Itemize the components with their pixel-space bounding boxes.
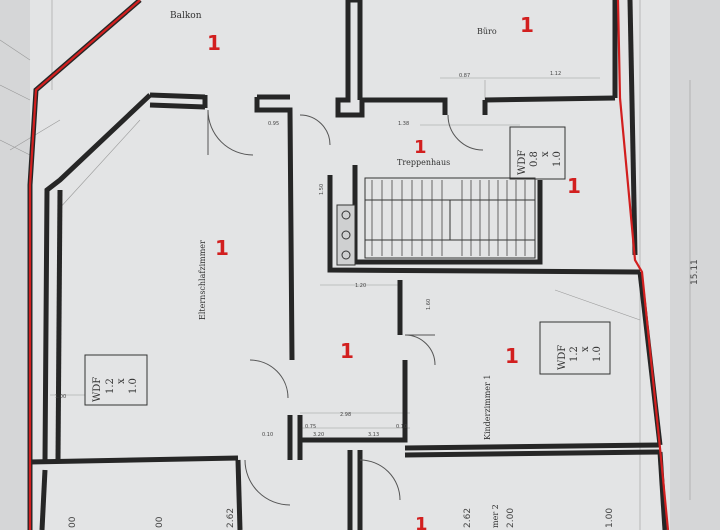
dim-2-62-left: 2.62 [226, 508, 236, 528]
dim-2-62-right: 2.62 [463, 508, 473, 528]
dim-0-10-b: 0.10 [396, 424, 407, 430]
small-dimension-labels: 3.20 3.13 2.98 0.75 0.10 0.10 1.20 1.38 … [55, 71, 561, 438]
window-boxes [84, 126, 611, 406]
marker-bottom: 1 [415, 514, 428, 530]
room-label-treppenhaus: Treppenhaus [397, 158, 450, 167]
doors [207, 109, 484, 506]
wdf-right-times: x [580, 346, 591, 352]
wdf-top-times: x [540, 151, 551, 157]
dim-3-20: 3.20 [313, 432, 324, 438]
wdf-right-height: 1.0 [592, 346, 603, 362]
dim-2-98: 2.98 [340, 412, 351, 418]
room-label-kinderzimmer-1: Kinderzimmer 1 [483, 374, 492, 440]
wdf-top-height: 1.0 [552, 151, 563, 167]
marker-buero: 1 [520, 13, 534, 37]
room-label-buero: Büro [477, 27, 497, 36]
dimension-labels: 00 00 2.62 2.62 2.00 1.00 15.11 [68, 259, 700, 528]
wdf-top-width: 0.8 [529, 151, 540, 167]
dim-3-13: 3.13 [368, 432, 379, 438]
shafts [336, 204, 356, 266]
wdf-top-type: WDF [517, 150, 528, 175]
room-label-balkon: Balkon [170, 11, 202, 21]
marker-flur: 1 [340, 339, 354, 363]
marker-balkon: 1 [207, 31, 221, 55]
wdf-right-width: 1.2 [569, 346, 580, 362]
wdf-left-height: 1.0 [128, 378, 139, 394]
wdf-right-type: WDF [557, 345, 568, 370]
dim-1-38: 1.38 [398, 121, 409, 127]
marker-kinderzimmer: 1 [505, 344, 519, 368]
red-outline [28, 0, 670, 530]
dim-00-mid: 00 [155, 516, 165, 528]
dim-0-10-a: 0.10 [262, 432, 273, 438]
wdf-top: WDF 0.8 x 1.0 [517, 150, 563, 175]
marker-treppenhaus: 1 [414, 137, 427, 158]
wdf-left-type: WDF [92, 377, 103, 402]
stair-treads [371, 180, 526, 256]
dim-1-60: 1.60 [426, 299, 432, 310]
wdf-left-times: x [116, 378, 127, 384]
dim-2-00: 2.00 [506, 508, 516, 528]
dim-1-00-small: 1.00 [55, 394, 66, 400]
dim-1-20: 1.20 [355, 283, 366, 289]
wdf-left: WDF 1.2 x 1.0 [92, 377, 139, 402]
dim-1-50: 1.50 [319, 184, 325, 195]
dim-0-87: 0.87 [459, 73, 470, 79]
dim-00-left: 00 [68, 516, 78, 528]
wdf-left-width: 1.2 [105, 378, 116, 394]
dim-0-75: 0.75 [305, 424, 316, 430]
marker-elternschlafzimmer: 1 [215, 236, 229, 260]
dim-0-95: 0.95 [268, 121, 279, 127]
wdf-right: WDF 1.2 x 1.0 [557, 345, 603, 370]
dim-1-12: 1.12 [550, 71, 561, 77]
marker-treppenhaus-right: 1 [567, 174, 581, 198]
dim-15-11: 15.11 [690, 259, 700, 285]
dim-1-00: 1.00 [605, 508, 615, 528]
room-label-elternschlafzimmer: Elternschlafzimmer [198, 240, 207, 320]
room-label-zimmer-2: mer 2 [491, 504, 500, 528]
